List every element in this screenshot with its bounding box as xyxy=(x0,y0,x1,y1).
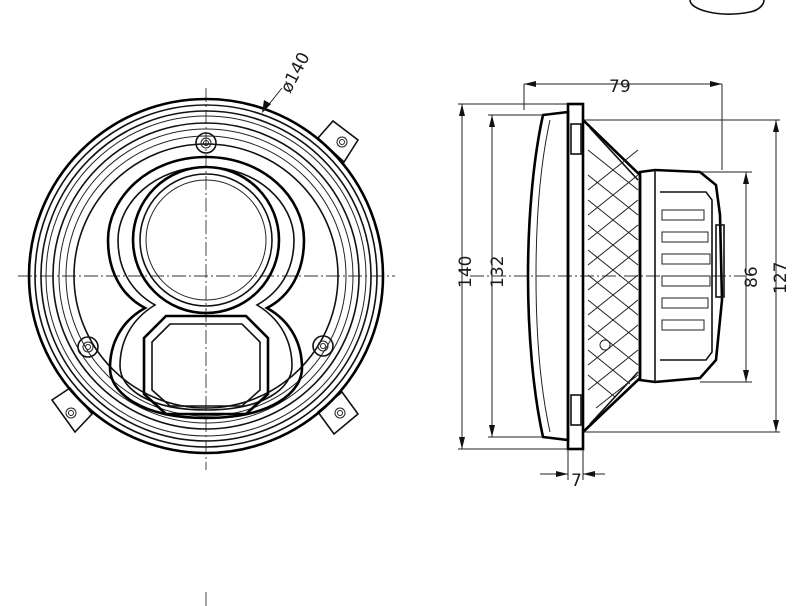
housing-height-dimension: 86 xyxy=(742,266,762,288)
depth-dimension: 79 xyxy=(609,77,631,97)
side-view: 79 140 132 86 127 7 xyxy=(456,77,791,491)
front-view: ø140 xyxy=(18,49,395,606)
screw xyxy=(195,132,217,154)
screw xyxy=(312,335,334,357)
mount-height-dimension: 127 xyxy=(771,262,791,294)
lens-diameter-dimension: 132 xyxy=(488,256,508,288)
mounting-tab xyxy=(50,386,94,434)
diameter-label: ø140 xyxy=(277,49,315,96)
partial-outline xyxy=(689,0,765,15)
outer-diameter-dimension: 140 xyxy=(456,256,476,288)
flange-thickness-dimension: 7 xyxy=(571,471,582,491)
mounting-tab xyxy=(316,119,360,164)
mounting-tab xyxy=(316,390,360,436)
screw xyxy=(77,336,99,358)
